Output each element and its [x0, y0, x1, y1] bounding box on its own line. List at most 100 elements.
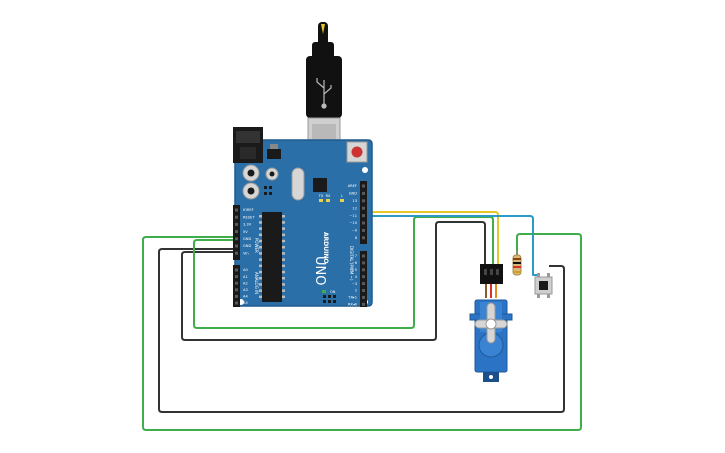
header-pin-top_pins-2[interactable] [362, 199, 365, 203]
pushbutton[interactable] [534, 273, 553, 298]
pin-label-analog_pins-4: A4 [243, 295, 248, 299]
header-pin-bottom_pins-0[interactable] [362, 254, 365, 258]
chip-leg-left [259, 270, 262, 274]
pin-label-bottom_pins-2: ~5 [352, 268, 357, 272]
chip-leg-right [282, 252, 285, 255]
wire-yellow-signal[interactable] [364, 211, 499, 265]
pin-label-top_pins-5: ~10 [349, 221, 357, 225]
servo-motor[interactable] [469, 264, 513, 382]
rx-led [326, 199, 330, 202]
header-pin-top_pins-5[interactable] [362, 221, 365, 225]
l-led [340, 199, 344, 202]
chip-leg-right [282, 246, 285, 249]
crystal-oscillator [291, 167, 305, 201]
chip-leg-left [259, 227, 262, 230]
pushbutton-cap[interactable] [539, 281, 548, 290]
header-pin-top_pins-0[interactable] [362, 184, 365, 188]
chip-leg-left [259, 289, 262, 292]
analog-header [233, 265, 240, 307]
tx-led-label: TX [318, 194, 324, 198]
atmega-chip [262, 212, 282, 302]
wire-teal-button[interactable] [364, 215, 540, 276]
chip-leg-left [259, 258, 262, 261]
chip-leg-left [259, 283, 262, 286]
header-pin-bottom_pins-4[interactable] [362, 282, 365, 286]
reset-button-cap[interactable] [351, 146, 363, 158]
chip-legs [259, 215, 285, 299]
servo-horn [474, 302, 508, 344]
header-pin-power_pins-1[interactable] [235, 215, 238, 219]
header-pin-power_pins-6[interactable] [235, 251, 238, 255]
header-pin-analog_pins-3[interactable] [235, 288, 238, 292]
header-pin-analog_pins-2[interactable] [235, 281, 238, 285]
chip-leg-right [282, 227, 285, 230]
pin-label-power_pins-0: IOREF [243, 208, 254, 212]
pin-label-top_pins-2: 13 [352, 199, 357, 203]
pin-label-analog_pins-1: A1 [243, 275, 248, 279]
resistor-band [513, 266, 521, 268]
header-pin-top_pins-7[interactable] [362, 236, 365, 240]
rx-led-label: RX [326, 194, 331, 198]
header-pin-analog_pins-1[interactable] [235, 275, 238, 279]
chip-leg-right [282, 233, 285, 237]
chip-leg-left [259, 221, 262, 224]
pin-labels: IOREFRESET3.3V5VGNDGNDVinA0A1A2A3A4A5ARE… [243, 184, 358, 306]
wire-green-outer[interactable] [142, 233, 582, 431]
header-pin-bottom_pins-5[interactable] [362, 289, 365, 292]
header-pin-top_pins-3[interactable] [362, 206, 365, 210]
resistor[interactable] [512, 250, 522, 276]
header-pin-bottom_pins-1[interactable] [362, 261, 365, 265]
digital-header-label: DIGITAL (PWM ~) [349, 246, 354, 281]
pin-label-power_pins-6: Vin [243, 251, 249, 255]
header-pin-bottom_pins-6[interactable] [362, 295, 365, 299]
header-pin-bottom_pins-2[interactable] [362, 268, 365, 272]
header-pin-bottom_pins-7[interactable] [362, 302, 365, 306]
digital-header-low [360, 251, 367, 307]
header-pin-power_pins-2[interactable] [235, 222, 238, 226]
chip-leg-right [282, 258, 285, 261]
mount-hole [362, 167, 368, 173]
header-pin-power_pins-4[interactable] [235, 237, 238, 241]
chip-leg-left [259, 252, 262, 255]
wires [142, 211, 582, 431]
pin-label-power_pins-5: GND [243, 244, 251, 248]
header-pin-top_pins-6[interactable] [362, 228, 365, 232]
header-pin-analog_pins-4[interactable] [235, 294, 238, 298]
usb-bolt-icon [321, 24, 325, 34]
pin-label-top_pins-0: AREF [348, 184, 357, 188]
chip-leg-left [259, 233, 262, 237]
pin-label-top_pins-4: ~11 [349, 214, 357, 218]
pin-label-bottom_pins-0: 7 [355, 254, 357, 258]
on-led [322, 290, 326, 293]
header-pin-top_pins-4[interactable] [362, 214, 365, 218]
chip-leg-left [259, 295, 262, 299]
pin-dots [235, 184, 365, 306]
header-pin-bottom_pins-3[interactable] [362, 275, 365, 279]
chip-leg-right [282, 283, 285, 286]
pin-label-analog_pins-2: A2 [243, 281, 248, 285]
wire-black-inner[interactable] [181, 221, 486, 341]
pin-label-power_pins-2: 3.3V [243, 223, 252, 227]
chip-leg-right [282, 239, 285, 243]
header-pin-power_pins-5[interactable] [235, 244, 238, 248]
resistor-band [513, 271, 521, 273]
wire-green-inner[interactable] [193, 216, 494, 329]
chip-leg-right [282, 264, 285, 268]
header-pin-top_pins-1[interactable] [362, 191, 365, 195]
chip-leg-left [259, 246, 262, 249]
resistor-band [513, 262, 521, 264]
pin-label-bottom_pins-5: 2 [355, 289, 357, 293]
pin-label-bottom_pins-3: 4 [355, 275, 358, 279]
arduino-board[interactable]: TX RX L ON ARDUINO UNO DIGITAL (PWM ~) P… [233, 127, 373, 307]
icsp-header [323, 295, 336, 303]
usb-interface-chip [313, 178, 327, 192]
header-pin-analog_pins-0[interactable] [235, 268, 238, 272]
header-pin-analog_pins-5[interactable] [235, 301, 238, 305]
chip-leg-right [282, 215, 285, 218]
chip-leg-left [259, 277, 262, 280]
wire-black-outer[interactable] [158, 248, 565, 413]
header-pin-power_pins-0[interactable] [235, 208, 238, 212]
header-pin-power_pins-3[interactable] [235, 230, 238, 234]
brand-label: ARDUINO [322, 232, 329, 263]
